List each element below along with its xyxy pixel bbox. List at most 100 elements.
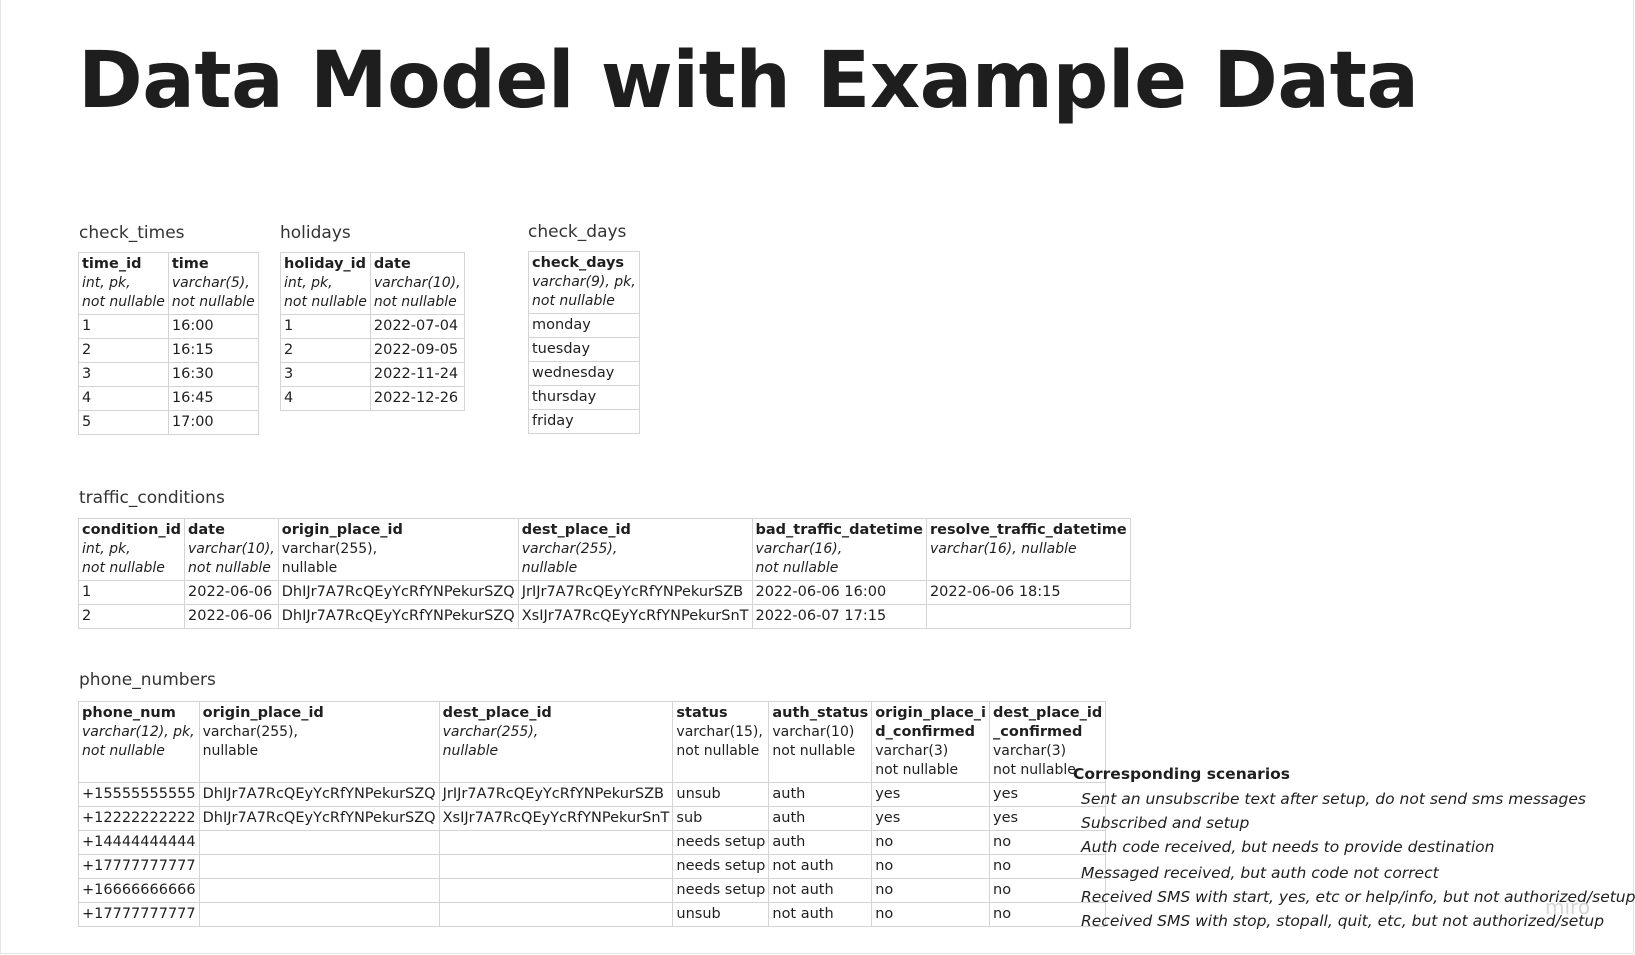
table-cell[interactable]: 5 bbox=[78, 410, 169, 435]
table-cell[interactable]: +15555555555 bbox=[78, 782, 200, 807]
table-cell[interactable]: 2022-06-06 16:00 bbox=[751, 580, 927, 605]
table-cell[interactable]: DhIJr7A7RcQEyYcRfYNPekurSZQ bbox=[277, 580, 519, 605]
table-cell[interactable]: JrIJr7A7RcQEyYcRfYNPekurSZB bbox=[438, 782, 674, 807]
table-cell[interactable]: 4 bbox=[280, 386, 371, 411]
table-cell[interactable]: 2022-11-24 bbox=[369, 362, 465, 387]
table-cell[interactable] bbox=[198, 854, 440, 879]
table-cell[interactable]: +17777777777 bbox=[78, 902, 200, 927]
table-cell[interactable]: +16666666666 bbox=[78, 878, 200, 903]
table-cell[interactable]: unsub bbox=[672, 902, 770, 927]
table-cell[interactable]: DhIJr7A7RcQEyYcRfYNPekurSZQ bbox=[277, 604, 519, 629]
table-cell[interactable]: 16:30 bbox=[167, 362, 259, 387]
table-row[interactable]: wednesday bbox=[528, 361, 640, 386]
table-cell[interactable]: auth bbox=[768, 806, 873, 831]
table-cell[interactable]: monday bbox=[528, 313, 640, 338]
table-cell[interactable]: 2022-06-06 bbox=[184, 604, 279, 629]
table-cell[interactable] bbox=[198, 878, 440, 903]
table-cell[interactable]: 3 bbox=[78, 362, 169, 387]
table-cell[interactable]: no bbox=[989, 902, 1107, 927]
table-cell[interactable]: no bbox=[989, 878, 1107, 903]
table-cell[interactable]: DhIJr7A7RcQEyYcRfYNPekurSZQ bbox=[198, 782, 440, 807]
table-cell[interactable] bbox=[438, 854, 674, 879]
table-cell[interactable]: 16:15 bbox=[167, 338, 259, 363]
table-cell[interactable]: 4 bbox=[78, 386, 169, 411]
table-cell[interactable]: +17777777777 bbox=[78, 854, 200, 879]
table-cell[interactable] bbox=[198, 902, 440, 927]
table-cell[interactable]: 2022-12-26 bbox=[369, 386, 465, 411]
table-cell[interactable]: 16:00 bbox=[167, 314, 259, 339]
table-cell[interactable]: needs setup bbox=[672, 878, 770, 903]
table-cell[interactable]: 2022-06-06 18:15 bbox=[925, 580, 1131, 605]
table-cell[interactable]: 1 bbox=[280, 314, 371, 339]
table-cell[interactable]: 16:45 bbox=[167, 386, 259, 411]
table-cell[interactable]: sub bbox=[672, 806, 770, 831]
table-cell[interactable]: 1 bbox=[77, 580, 186, 605]
table-cell[interactable] bbox=[438, 878, 674, 903]
table-cell[interactable]: +14444444444 bbox=[78, 830, 200, 855]
table-cell[interactable]: 2022-07-04 bbox=[369, 314, 465, 339]
table-cell[interactable]: XsIJr7A7RcQEyYcRfYNPekurSnT bbox=[517, 604, 753, 629]
table-cell[interactable]: not auth bbox=[768, 902, 873, 927]
table-cell[interactable]: no bbox=[871, 902, 991, 927]
table-cell[interactable]: auth bbox=[768, 782, 873, 807]
table-cell[interactable]: 2022-06-06 bbox=[184, 580, 279, 605]
table-cell[interactable]: no bbox=[871, 878, 991, 903]
table-cell[interactable]: not auth bbox=[768, 878, 873, 903]
table-cell[interactable]: thursday bbox=[528, 385, 640, 410]
table-cell[interactable]: yes bbox=[989, 782, 1107, 807]
table-cell[interactable]: 3 bbox=[280, 362, 371, 387]
table-cell[interactable] bbox=[438, 902, 674, 927]
table-cell[interactable]: JrIJr7A7RcQEyYcRfYNPekurSZB bbox=[517, 580, 753, 605]
table-cell[interactable]: 17:00 bbox=[167, 410, 259, 435]
table-row[interactable]: monday bbox=[528, 313, 640, 338]
table-cell[interactable]: friday bbox=[528, 409, 640, 434]
table-cell[interactable]: 2 bbox=[78, 338, 169, 363]
table-cell[interactable] bbox=[438, 830, 674, 855]
table-cell[interactable]: unsub bbox=[672, 782, 770, 807]
table-cell[interactable]: tuesday bbox=[528, 337, 640, 362]
table-cell[interactable]: yes bbox=[871, 782, 991, 807]
table-cell[interactable]: yes bbox=[871, 806, 991, 831]
table-row[interactable]: tuesday bbox=[528, 337, 640, 362]
table-cell[interactable]: no bbox=[871, 830, 991, 855]
table-cell[interactable]: 1 bbox=[78, 314, 169, 339]
table-cell[interactable]: DhIJr7A7RcQEyYcRfYNPekurSZQ bbox=[198, 806, 440, 831]
table-cell[interactable]: +12222222222 bbox=[78, 806, 200, 831]
table-cell[interactable]: needs setup bbox=[672, 830, 770, 855]
